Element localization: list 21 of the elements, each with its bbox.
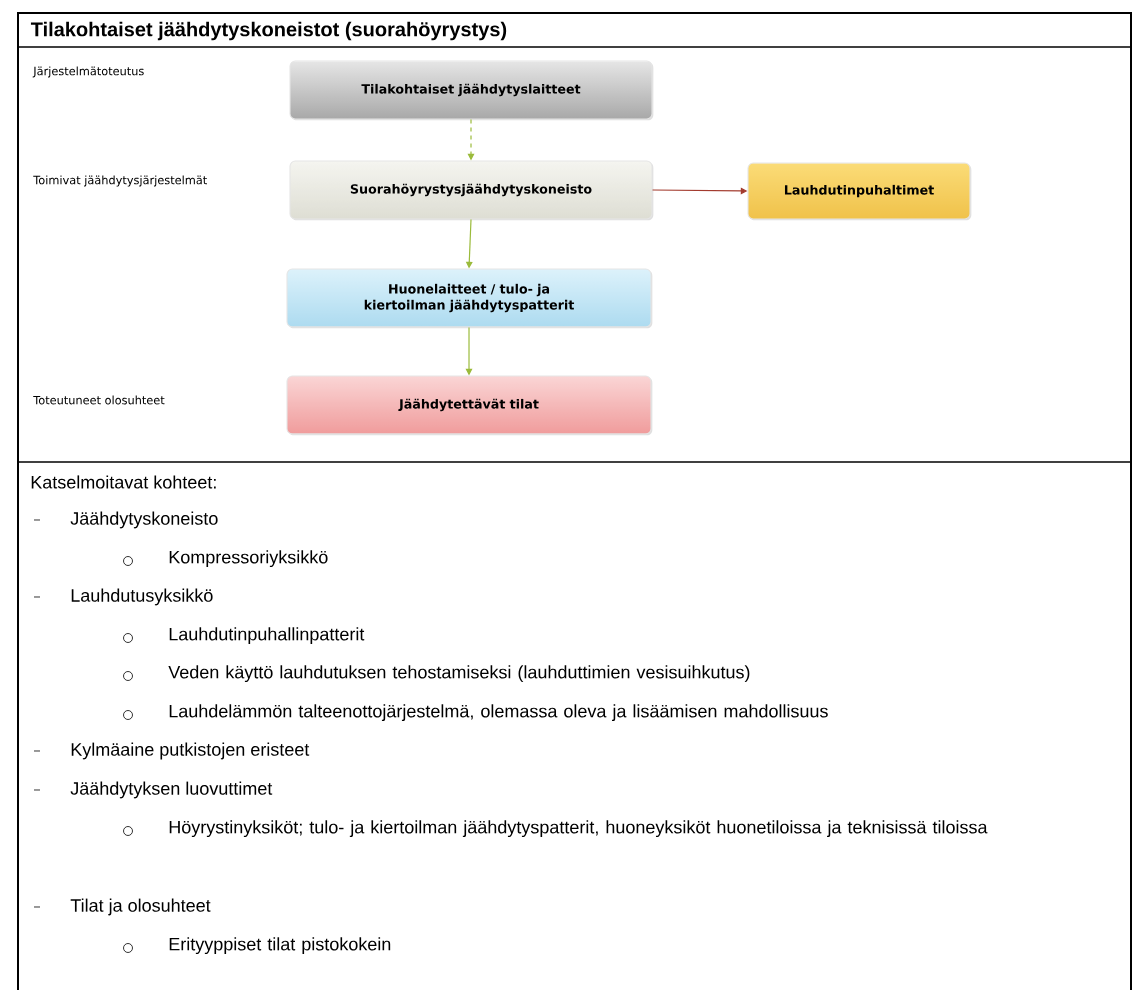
list-item: Höyrystinyksiköt; tulo- ja kiertoilman jäähdytyspatterit, huoneyksiköt huonetiloissa ja teknisissä tiloissa <box>123 820 988 838</box>
list-item: Lauhdutusyksikkö <box>33 588 213 606</box>
list-item: Tilat ja olosuhteet <box>33 898 211 916</box>
list-item: Jäähdytyksen luovuttimet <box>33 781 273 799</box>
row-label: Toimivat jäähdytysjärjestelmät <box>33 175 207 187</box>
list-item: Kylmäaine putkistojen eristeet <box>33 742 310 760</box>
process-box: Suorahöyrystysjäähdytyskoneisto <box>289 160 654 221</box>
list-item: Veden käyttö lauhdutuksen tehostamiseksi (lauhduttimien vesisuihkutus) <box>123 665 750 683</box>
process-box: Lauhdutinpuhaltimet <box>747 162 972 221</box>
list-item: Lauhdelämmön talteenottojärjestelmä, olemassa oleva ja lisäämisen mahdollisuus <box>123 704 828 722</box>
list-item: Erityyppiset tilat pistokokein <box>123 937 391 955</box>
process-box: Huonelaitteet / tulo- ja kiertoilman jäähdytyspatterit <box>286 268 653 329</box>
list-heading: Katselmoitavat kohteet: <box>31 475 216 489</box>
process-box: Jäähdytettävät tilat <box>286 375 653 436</box>
row-label: Järjestelmätoteutus <box>32 66 144 78</box>
process-box: Tilakohtaiset jäähdytyslaitteet <box>289 60 654 121</box>
title: Tilakohtaiset jäähdytyskoneistot (suorahöyrystys) <box>30 21 507 41</box>
row-label: Toteutuneet olosuhteet <box>33 395 165 405</box>
list-item: Kompressoriyksikkö <box>123 550 328 568</box>
list-item: Jäähdytyskoneisto <box>33 511 218 529</box>
list-item: Lauhdutinpuhallinpatterit <box>123 627 365 645</box>
